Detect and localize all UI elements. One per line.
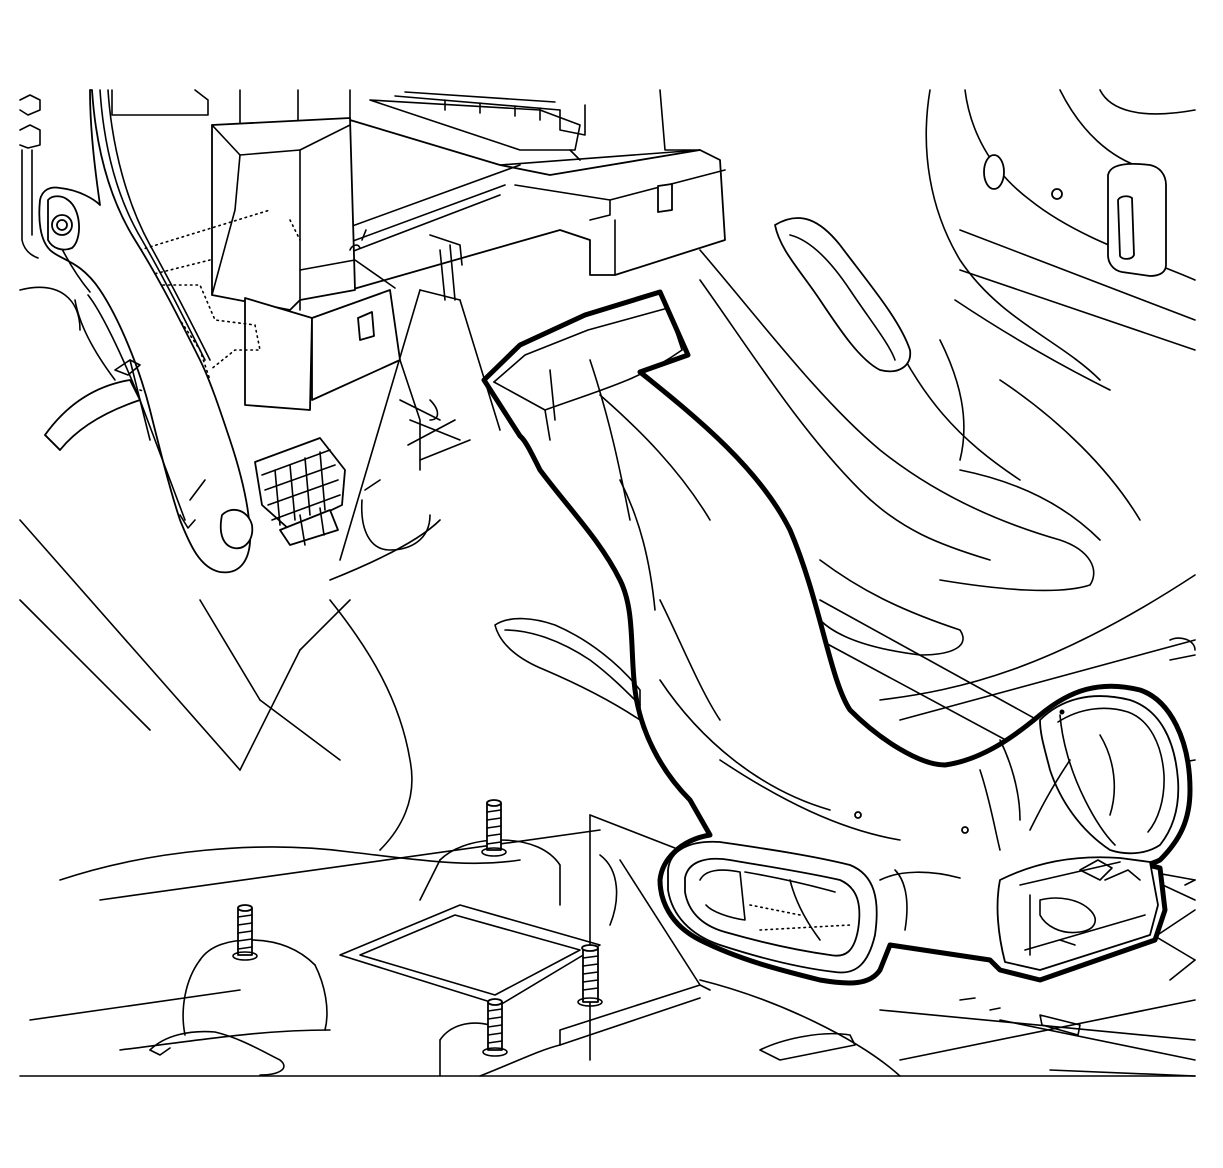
floor-heat-outlet bbox=[494, 617, 641, 721]
heater-module-housing bbox=[111, 89, 726, 551]
electrical-connector bbox=[254, 437, 346, 546]
floor-mounting-studs bbox=[149, 799, 1081, 1077]
rear-floor-air-duct bbox=[481, 289, 1193, 986]
instrument-panel-support-bracket bbox=[19, 89, 254, 574]
right-floor-tunnel bbox=[699, 89, 1196, 656]
